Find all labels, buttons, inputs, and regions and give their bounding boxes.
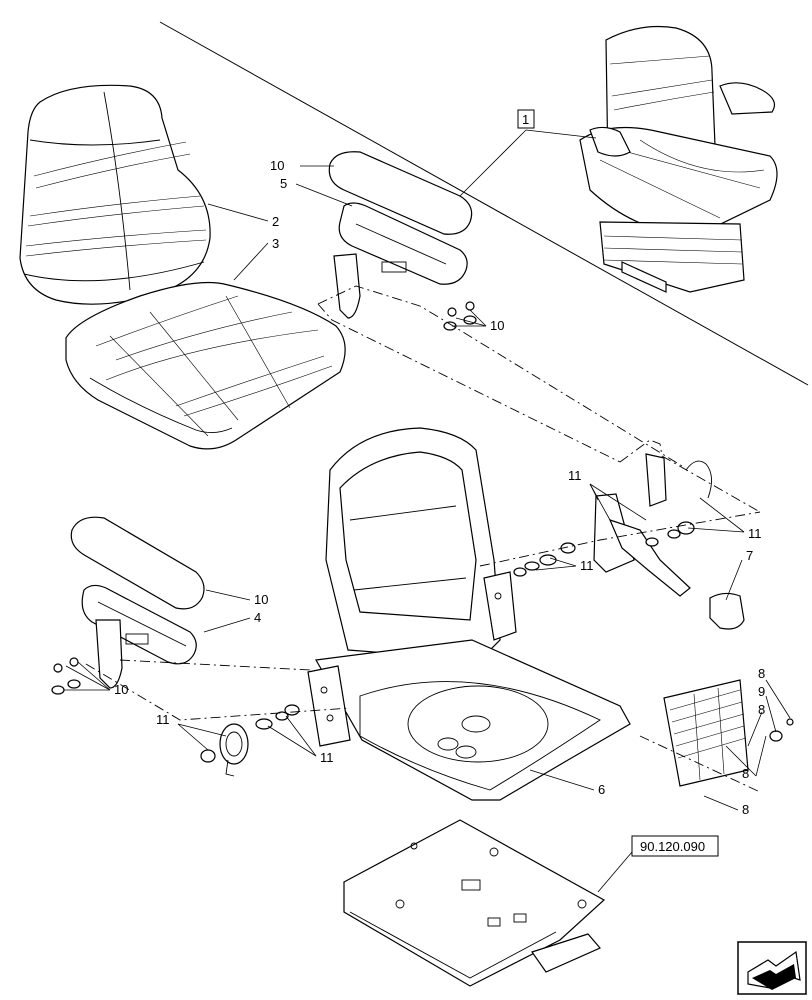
callout-11-spring[interactable]: 11 bbox=[156, 712, 170, 727]
callout-9[interactable]: 9 bbox=[758, 684, 765, 699]
callout-6[interactable]: 6 bbox=[598, 782, 605, 797]
callout-10-screws-lower[interactable]: 10 bbox=[114, 682, 128, 697]
adjustment-mechanism bbox=[663, 679, 794, 787]
callout-7[interactable]: 7 bbox=[746, 548, 753, 563]
callout-10-screws-upper[interactable]: 10 bbox=[490, 318, 504, 333]
alignment-dashes-lever bbox=[479, 511, 761, 567]
screws-upper bbox=[443, 301, 477, 331]
callout-10-armrest-lower[interactable]: 10 bbox=[254, 592, 268, 607]
next-page-arrow-icon[interactable] bbox=[737, 941, 807, 995]
callout-8-lower[interactable]: 8 bbox=[742, 766, 749, 781]
leader-lines bbox=[64, 129, 791, 893]
alignment-dashes-left bbox=[85, 663, 351, 721]
seat-cushion bbox=[65, 281, 346, 450]
callout-8-bottom[interactable]: 8 bbox=[742, 802, 749, 817]
complete-seat-assembly bbox=[579, 25, 778, 293]
lever-assembly bbox=[513, 453, 745, 630]
spring-assembly-left bbox=[200, 704, 300, 777]
callout-8-top[interactable]: 8 bbox=[758, 666, 765, 681]
seat-base-plate bbox=[343, 819, 606, 987]
reference-label: 90.120.090 bbox=[640, 839, 705, 854]
callout-11-washers[interactable]: 11 bbox=[320, 750, 334, 765]
seat-frame bbox=[307, 427, 631, 801]
callout-1[interactable]: 1 bbox=[522, 112, 529, 127]
alignment-dashes-mech bbox=[639, 735, 761, 793]
alignment-dashes-frame bbox=[119, 659, 311, 671]
callout-11-lever-right[interactable]: 11 bbox=[748, 526, 762, 541]
callout-8-mid[interactable]: 8 bbox=[758, 702, 765, 717]
callout-3[interactable]: 3 bbox=[272, 236, 279, 251]
callout-1-box bbox=[517, 109, 535, 129]
armrest-upper-right bbox=[328, 151, 473, 319]
callout-4[interactable]: 4 bbox=[254, 610, 261, 625]
callout-11-lever-mid[interactable]: 11 bbox=[580, 558, 594, 573]
callout-10-top[interactable]: 10 bbox=[270, 158, 284, 173]
callout-5[interactable]: 5 bbox=[280, 176, 287, 191]
alignment-dashes-upper bbox=[317, 285, 683, 467]
alignment-dashes-armrest bbox=[317, 303, 621, 463]
screws-lower bbox=[51, 657, 81, 695]
separator-line bbox=[159, 21, 809, 386]
callout-11-lever-top[interactable]: 11 bbox=[568, 468, 582, 483]
reference-link[interactable]: 90.120.090 bbox=[631, 835, 719, 857]
alignment-dashes-right bbox=[619, 439, 761, 513]
callout-2[interactable]: 2 bbox=[272, 214, 279, 229]
armrest-lower-left bbox=[70, 516, 205, 689]
backrest-cushion bbox=[19, 84, 211, 305]
